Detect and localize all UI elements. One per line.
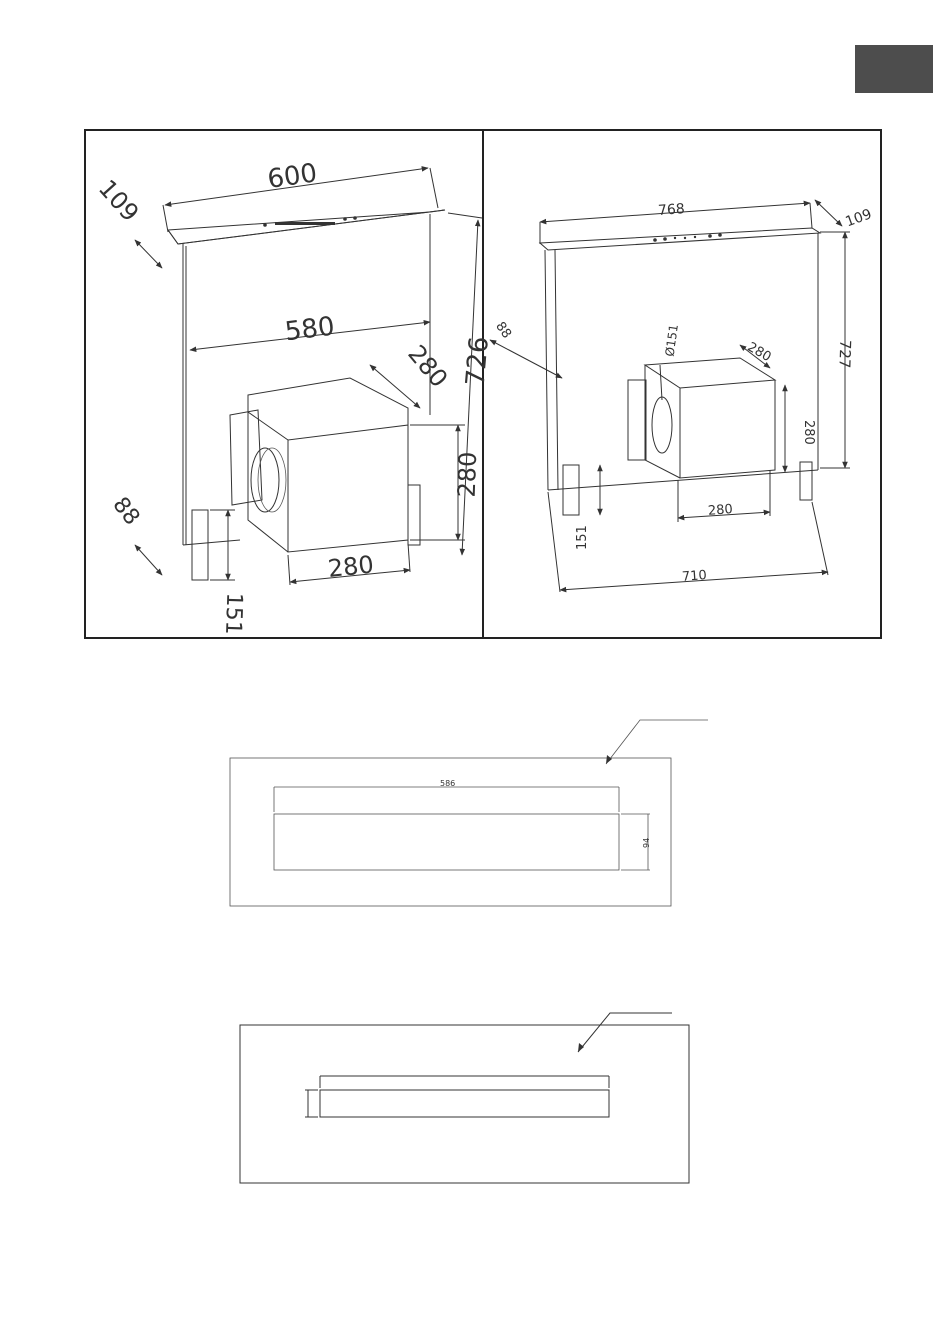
right-motor-height-label: 280 bbox=[801, 420, 816, 445]
left-foot-offset-label: 88 bbox=[107, 493, 144, 530]
left-motor-depth-label: 280 bbox=[402, 340, 453, 393]
right-foot-height-label: 151 bbox=[575, 525, 590, 550]
right-duct-diameter-label: Ø151 bbox=[663, 323, 681, 357]
cutout-1-width-label: 586 bbox=[440, 779, 455, 788]
left-motor-width-label: 280 bbox=[327, 550, 375, 583]
left-foot-height-label: 151 bbox=[220, 592, 246, 635]
cutout-diagram-2 bbox=[240, 1013, 689, 1183]
right-motor-width-label: 280 bbox=[708, 502, 734, 519]
right-view-drawing bbox=[490, 200, 850, 592]
left-width-top-label: 600 bbox=[266, 158, 319, 195]
right-total-width-label: 710 bbox=[682, 568, 708, 585]
left-depth-top-label: 109 bbox=[93, 174, 144, 227]
right-motor-depth-label: 280 bbox=[745, 340, 774, 365]
left-width-body-label: 580 bbox=[283, 311, 336, 347]
left-motor-height-label: 280 bbox=[453, 451, 483, 498]
cutout-1-height-label: 94 bbox=[642, 838, 651, 848]
cutout-diagram-1 bbox=[230, 720, 708, 906]
left-height-total-label: 726 bbox=[461, 335, 495, 387]
right-depth-top-label: 109 bbox=[843, 206, 874, 230]
right-width-top-label: 768 bbox=[657, 201, 685, 219]
right-height-total-label: 727 bbox=[835, 339, 854, 368]
right-side-offset-label: 88 bbox=[492, 319, 514, 341]
